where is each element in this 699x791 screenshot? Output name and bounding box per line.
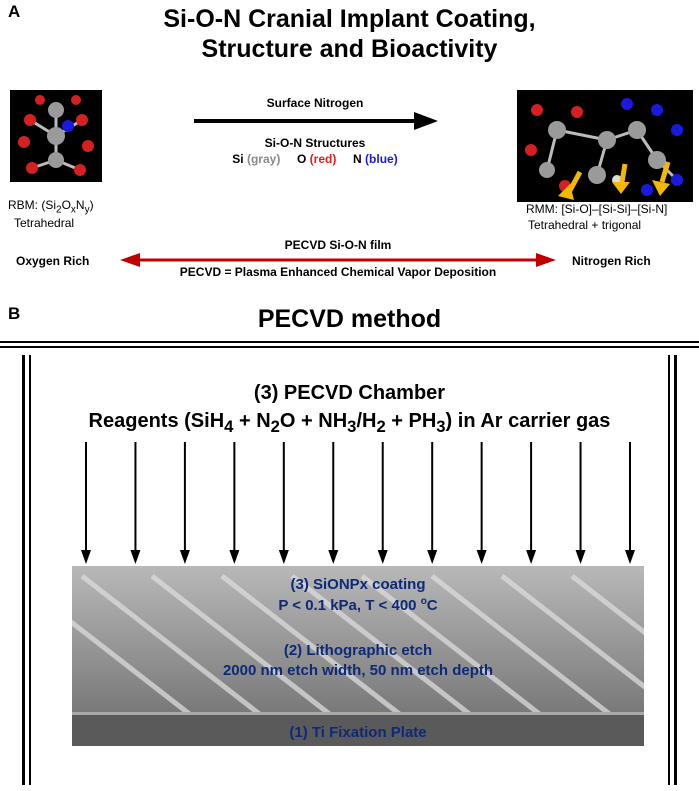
atom-color-legend: Si (gray) O (red) N (blue)	[232, 152, 398, 166]
legend-n-color: (blue)	[365, 152, 398, 166]
rbm-molecule-image	[10, 90, 102, 182]
rbm-geometry: Tetrahedral	[14, 216, 75, 230]
deposition-arrow	[81, 442, 91, 564]
chamber-wall-right-inner	[668, 355, 670, 785]
ti-plate-label: (1) Ti Fixation Plate	[289, 724, 427, 741]
chamber-wall-right-outer	[674, 355, 677, 785]
deposition-arrow	[476, 442, 487, 564]
deposition-arrow	[377, 442, 388, 564]
deposition-arrow	[575, 442, 586, 564]
reagents-line: Reagents (SiH4 + N2O + NH3/H2 + PH3) in …	[88, 410, 611, 436]
rmm-geometry: Tetrahedral + trigonal	[528, 218, 642, 232]
chamber-wall-left-outer	[22, 355, 25, 785]
deposition-arrow	[625, 442, 635, 564]
deposition-arrow	[229, 442, 240, 564]
panel-a-title-line2: Structure and Bioactivity	[201, 35, 498, 63]
panel-a-letter: A	[8, 2, 21, 21]
panel-a-title-line1: Si-O-N Cranial Implant Coating,	[163, 5, 536, 33]
deposition-arrow	[278, 442, 289, 564]
divider-top	[0, 341, 699, 343]
rmm-highlight-arrows	[558, 161, 671, 200]
pecvd-film-label: PECVD Si-O-N film	[284, 238, 392, 252]
coating-params: P < 0.1 kPa, T < 400 oC	[278, 596, 438, 614]
surface-nitrogen-arrow	[194, 112, 438, 130]
etch-title: (2) Lithographic etch	[283, 642, 433, 659]
chamber-wall-left-inner	[29, 355, 31, 785]
surface-nitrogen-label: Surface Nitrogen	[266, 96, 364, 110]
oxygen-rich-label: Oxygen Rich	[16, 254, 90, 268]
nitrogen-rich-label: Nitrogen Rich	[572, 254, 651, 268]
rmm-label: RMM: [Si-O]–[Si-Si]–[Si-N]	[526, 202, 668, 216]
chamber-title: (3) PECVD Chamber	[253, 382, 446, 404]
oxygen-nitrogen-double-arrow	[120, 253, 556, 267]
legend-si-color: (gray)	[246, 152, 281, 166]
legend-o-color: (red)	[309, 152, 337, 166]
deposition-arrows	[81, 442, 635, 564]
deposition-arrow	[130, 442, 141, 564]
panel-b-letter: B	[8, 304, 21, 323]
deposition-arrow	[427, 442, 438, 564]
deposition-arrow	[328, 442, 339, 564]
etch-params: 2000 nm etch width, 50 nm etch depth	[222, 662, 494, 679]
coating-title: (3) SiONPx coating	[290, 576, 426, 593]
divider-bottom	[0, 346, 699, 348]
pecvd-definition: PECVD = Plasma Enhanced Chemical Vapor D…	[179, 265, 497, 279]
panel-b-title: PECVD method	[257, 305, 442, 333]
rmm-molecule-image	[517, 90, 693, 202]
deposition-arrow	[526, 442, 537, 564]
rbm-label: RBM: (Si2OxNy)	[8, 198, 94, 216]
sion-structures-label: Si-O-N Structures	[264, 136, 366, 150]
sem-substrate-image	[72, 566, 644, 746]
deposition-arrow	[179, 442, 190, 564]
